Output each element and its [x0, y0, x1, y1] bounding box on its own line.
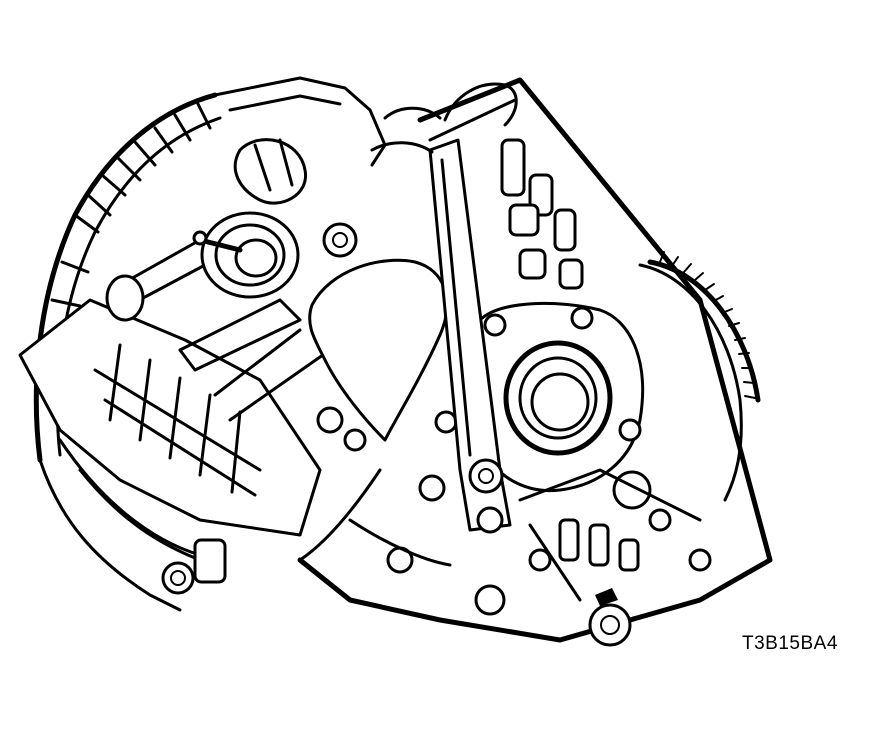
ring-gear-teeth: [659, 251, 756, 399]
cover-opening: [308, 258, 449, 442]
selector-shaft-assembly: [105, 138, 367, 452]
transaxle-case: [297, 77, 773, 647]
lower-housing-ribs: [18, 298, 322, 595]
figure-code-label: T3B15BA4: [742, 633, 838, 654]
